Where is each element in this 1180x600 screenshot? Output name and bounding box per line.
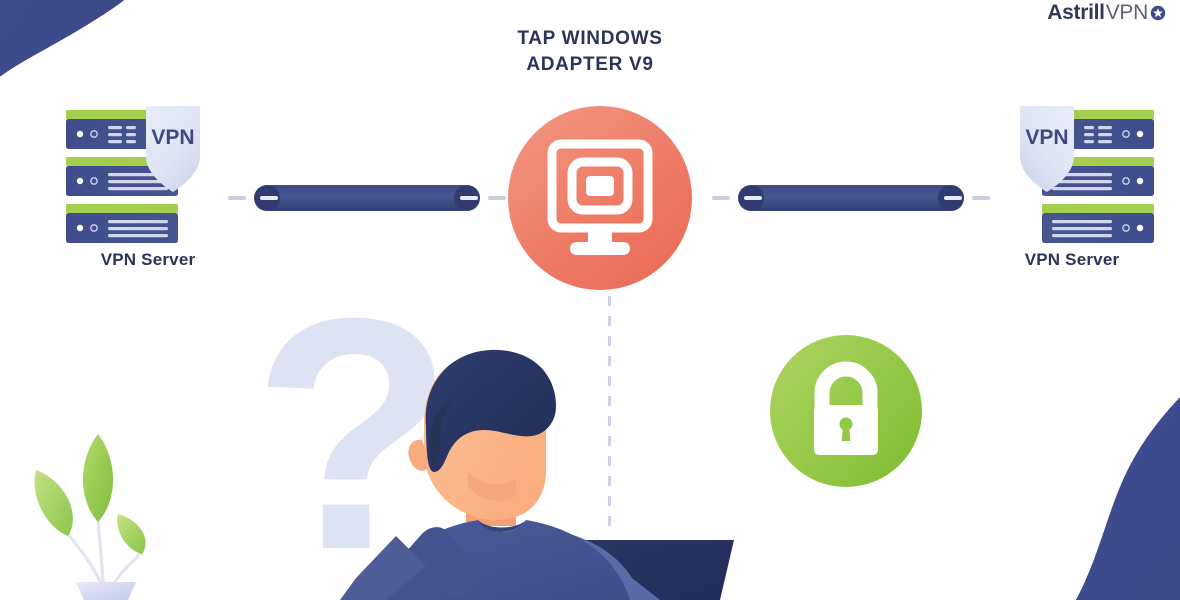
dashed-line-icon [608, 296, 611, 536]
page-title-line-2: ADAPTER V9 [526, 53, 654, 75]
tunnel-connector-left [228, 185, 506, 211]
coral-circle [508, 106, 692, 290]
vpn-server-left-label: VPN Server [100, 250, 196, 269]
shield-vpn-text: VPN [151, 126, 194, 149]
person-at-laptop-illustration [340, 349, 660, 600]
desktop-monitor-icon [547, 139, 653, 255]
plant-pot [76, 582, 136, 600]
star-badge-icon [1150, 5, 1166, 20]
plant-leaf [117, 514, 146, 554]
decorative-blob-bottom-right [1075, 397, 1180, 600]
vpn-server-left[interactable]: VPN VPN Server [48, 100, 248, 290]
brand-name-bold: Astrill [1047, 1, 1105, 24]
tap-adapter-node[interactable] [508, 106, 692, 290]
plant-leaf [83, 434, 113, 522]
page-title: TAP WINDOWS ADAPTER V9 [0, 26, 1180, 77]
potted-plant-illustration [34, 434, 146, 600]
shield-vpn-text: VPN [1025, 126, 1068, 149]
plant-leaf [34, 470, 73, 536]
secure-lock-node[interactable] [770, 335, 922, 487]
padlock-icon [814, 361, 878, 455]
server-rack-icon: VPN [1020, 106, 1154, 243]
brand-name-light: VPN [1105, 1, 1149, 24]
tunnel-connector-right [712, 185, 990, 211]
vpn-server-right-label: VPN Server [1024, 250, 1120, 269]
page-title-line-1: TAP WINDOWS [517, 28, 663, 49]
server-rack-icon: VPN [66, 106, 200, 243]
vpn-server-right[interactable]: VPN VPN Server [972, 100, 1172, 290]
